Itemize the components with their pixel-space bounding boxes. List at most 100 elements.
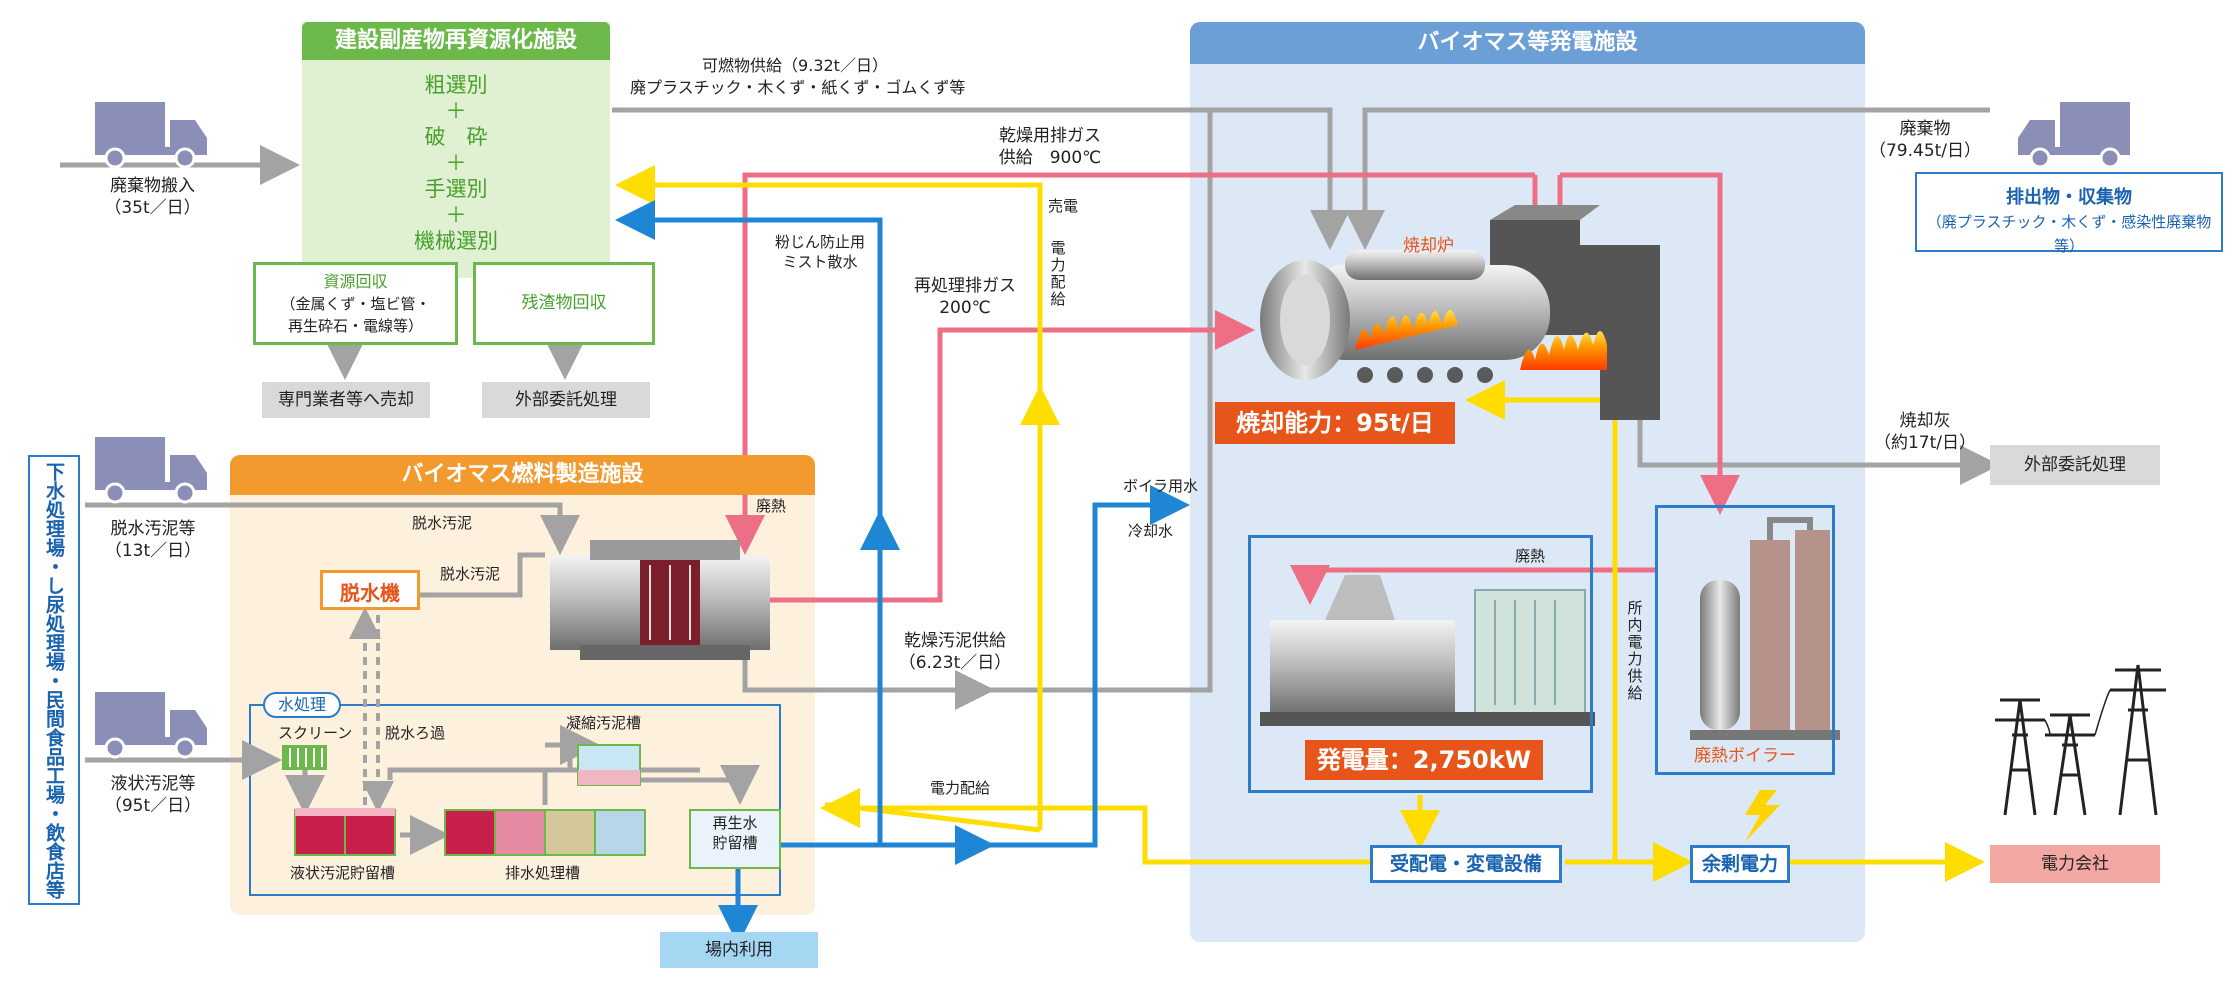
reclaimed-tank-label: 再生水 貯留槽	[690, 813, 780, 853]
power-company-box: 電力会社	[1990, 845, 2160, 883]
power-waste-heat-label: 廃熱	[1515, 547, 1546, 565]
mist-title: 粉じん防止用	[774, 233, 865, 251]
onsite-use-box: 場内利用	[660, 932, 818, 968]
dryer-illustration	[550, 540, 770, 660]
dry-gas-temp: 供給 900℃	[998, 148, 1102, 168]
ash-amount: （約17t/日）	[1873, 433, 1977, 453]
external-disposal-box: 外部委託処理	[482, 382, 650, 418]
recycling-facility-title: 建設副産物再資源化施設	[302, 22, 610, 60]
truck-icon	[95, 692, 207, 759]
power-dist-char: 力	[1050, 256, 1066, 274]
combustible-detail: 廃プラスチック・木くず・紙くず・ゴムくず等	[630, 78, 966, 97]
dewatered-in-amount: （13t／日）	[104, 541, 202, 561]
truck-icon	[95, 437, 207, 504]
power-dist-vertical-label: 電 力 配 給	[1048, 240, 1068, 308]
drain-treatment-tanks	[444, 809, 646, 856]
surplus-power-box: 余剰電力	[1690, 845, 1790, 883]
thickener-label: 凝縮汚泥槽	[566, 714, 642, 732]
liquid-in-label: 液状汚泥等 （95t／日）	[88, 773, 218, 817]
sell-to-vendor-box: 専門業者等へ売却	[262, 382, 430, 418]
step-plus: ＋	[445, 99, 467, 123]
emission-detail: （廃プラスチック・木くず・感染性廃棄物等）	[1926, 213, 2212, 255]
inhouse-char: 電	[1627, 633, 1643, 651]
dry-sludge-title: 乾燥汚泥供給	[904, 631, 1006, 651]
dry-sludge-amount: （6.23t／日）	[898, 653, 1012, 673]
resource-recovery-title: 資源回収	[323, 272, 388, 291]
thickener-tank	[577, 744, 641, 786]
ash-disposal-box: 外部委託処理	[1990, 445, 2160, 485]
residue-recovery-box: 残渣物回収	[473, 262, 655, 345]
boiler-water-label: ボイラ用水	[1123, 477, 1199, 495]
mist-detail: ミスト散水	[782, 253, 858, 271]
step-plus: ＋	[445, 151, 467, 175]
inhouse-char: 力	[1627, 650, 1643, 668]
waste-right-title: 廃棄物	[1899, 119, 1951, 139]
dry-gas-label: 乾燥用排ガス 供給 900℃	[985, 125, 1115, 169]
step-rough-sort: 粗選別	[424, 73, 488, 97]
water-treatment-label: 水処理	[263, 692, 341, 718]
liquid-sludge-tanks	[294, 808, 396, 856]
waste-right-label: 廃棄物 （79.45t/日）	[1865, 118, 1985, 162]
waste-right-amount: （79.45t/日）	[1868, 141, 1982, 161]
emission-box: 排出物・収集物 （廃プラスチック・木くず・感染性廃棄物等）	[1915, 172, 2223, 255]
source-vertical-box: 下水処理場・し尿処理場・民間食品工場・飲食店等	[28, 455, 80, 905]
power-dist-char: 配	[1050, 273, 1066, 291]
drain-tank-label: 排水処理槽	[505, 864, 581, 882]
recycling-facility-bg	[302, 22, 610, 278]
inhouse-char: 所	[1627, 599, 1643, 617]
reprocess-gas-temp: 200℃	[939, 298, 991, 318]
combustible-title: 可燃物供給（9.32t／日）	[702, 56, 888, 75]
power-dist-char: 電	[1050, 239, 1066, 257]
step-hand-sort: 手選別	[424, 177, 488, 201]
yellow-flows	[615, 165, 1985, 882]
reclaimed-tank-label-2: 貯留槽	[712, 834, 758, 852]
incinerator-label: 焼却炉	[1403, 236, 1454, 256]
ash-label: 焼却灰 （約17t/日）	[1865, 410, 1985, 454]
incineration-capacity-box: 焼却能力：95t/日	[1215, 402, 1455, 444]
liquid-tank-label: 液状汚泥貯留槽	[290, 864, 396, 882]
step-plus: ＋	[445, 203, 467, 227]
dewatered-sludge-label-1: 脱水汚泥	[412, 514, 473, 532]
mist-label: 粉じん防止用 ミスト散水	[770, 232, 870, 272]
filtrate-dashed-flows	[349, 607, 394, 813]
reclaimed-water-tank	[689, 809, 781, 869]
inhouse-char: 供	[1627, 667, 1643, 685]
truck-icon	[95, 102, 207, 169]
resource-recovery-box: 資源回収 （金属くず・塩ビ管・ 再生砕石・電線等）	[253, 262, 458, 345]
combustible-label: 可燃物供給（9.32t／日） 廃プラスチック・木くず・紙くず・ゴムくず等	[630, 55, 966, 99]
substation-box: 受配電・変電設備	[1370, 845, 1562, 883]
waste-in-label: 廃棄物搬入 （35t／日）	[70, 175, 235, 219]
screen-icon	[282, 745, 327, 770]
sell-power-label: 売電	[1048, 197, 1079, 215]
emission-title: 排出物・収集物	[2006, 187, 2132, 208]
power-dist-label: 電力配給	[930, 779, 991, 797]
step-crush: 破 砕	[424, 125, 488, 149]
dewatered-sludge-label-2: 脱水汚泥	[440, 565, 501, 583]
generation-box: 発電量：2,750kW	[1305, 740, 1543, 780]
turbine-generator-illustration	[1260, 575, 1595, 726]
boiler-illustration	[1690, 517, 1840, 740]
filtrate-label: 脱水ろ過	[385, 724, 446, 742]
inhouse-supply-label: 所 内 電 力 供 給	[1625, 600, 1645, 702]
dewatered-in-label: 脱水汚泥等 （13t／日）	[88, 518, 218, 562]
step-machine-sort: 機械選別	[414, 229, 498, 253]
blue-flows	[615, 200, 1190, 945]
power-dist-char: 給	[1050, 290, 1066, 308]
waste-in-amount: （35t／日）	[104, 198, 201, 218]
generator-frame	[1248, 535, 1593, 793]
biomass-fuel-facility-title: バイオマス燃料製造施設	[230, 455, 815, 495]
incinerator-illustration	[1260, 205, 1660, 420]
resource-recovery-detail-2: 再生砕石・電線等）	[287, 317, 423, 335]
ash-title: 焼却灰	[1899, 411, 1951, 431]
power-tower-icon	[1995, 664, 2166, 816]
liquid-in-title: 液状汚泥等	[110, 774, 196, 794]
inhouse-char: 給	[1627, 684, 1643, 702]
reprocess-gas-label: 再処理排ガス 200℃	[905, 275, 1025, 319]
recycling-steps: 粗選別 ＋ 破 砕 ＋ 手選別 ＋ 機械選別	[302, 72, 610, 254]
inhouse-char: 内	[1627, 616, 1643, 634]
dewatered-in-title: 脱水汚泥等	[110, 519, 196, 539]
reclaimed-tank-label-1: 再生水	[712, 814, 758, 832]
liquid-in-amount: （95t／日）	[104, 796, 202, 816]
water-treatment-box	[249, 704, 781, 896]
